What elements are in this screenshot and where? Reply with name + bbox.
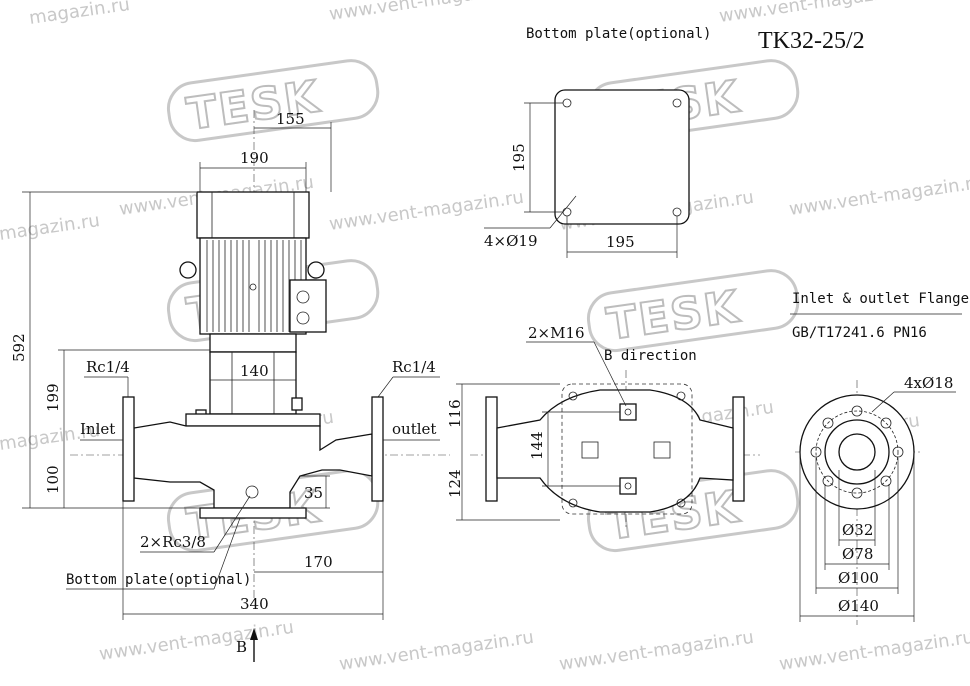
dim-35: 35: [304, 484, 323, 502]
plate-hole: [672, 98, 682, 108]
lifting-eye: [307, 261, 325, 279]
dim-170: 170: [304, 553, 333, 571]
watermark-logo: TESK: [166, 59, 380, 143]
dim-124: 124: [446, 469, 464, 498]
model-title: TK32-25/2: [758, 28, 865, 54]
flange-title: Inlet & outlet Flange: [792, 291, 969, 307]
pump-front-view: B 155 190 592 199 100 140 35 170: [10, 110, 450, 662]
watermark-text: magazin.ru: [28, 0, 131, 29]
watermark-text: www.vent-magazin.ru: [98, 617, 295, 665]
watermark-logo: TESK: [586, 269, 800, 353]
flange-bolt-hole: [851, 487, 863, 499]
b-direction-label: B direction: [604, 348, 697, 364]
flange-bolt-hole: [892, 446, 904, 458]
pump-casing: [133, 421, 373, 509]
b-direction-view: 116 124 144 2×M16 B direction: [446, 324, 760, 530]
flange-holes-label: 4xØ18: [904, 374, 953, 392]
watermark-text: magazin.ru: [0, 210, 101, 245]
pump-cover-plate: [185, 413, 321, 427]
bottom-plate-outline: [554, 89, 690, 225]
inlet-flange: [122, 396, 135, 502]
watermark-text: www.vent-magazin.ru: [338, 627, 535, 675]
dim-140: 140: [240, 362, 269, 380]
inlet-label: Inlet: [80, 420, 115, 438]
dim-outer-140: Ø140: [838, 597, 879, 615]
motor-body: [199, 237, 307, 335]
m16-boss-bottom: [619, 477, 637, 495]
motor-fan-cover: [196, 191, 310, 239]
dim-face-78: Ø78: [842, 545, 873, 563]
plate-holes-label: 4×Ø19: [484, 232, 538, 250]
bottom-plate-label-lower: Bottom plate(optional): [66, 572, 251, 588]
dim-190: 190: [240, 149, 269, 167]
bolt-circle: [815, 410, 899, 494]
dim-116: 116: [446, 399, 464, 428]
watermark-text: www.vent-magazin.ru: [328, 0, 525, 25]
flange-bolt-hole: [822, 475, 834, 487]
dim-340: 340: [240, 595, 269, 613]
pump-casing-b: [496, 389, 734, 513]
m16-label: 2×M16: [528, 324, 585, 342]
dim-plate-height: 195: [510, 143, 528, 172]
motor-flange: [209, 333, 297, 353]
bottom-plate-label-upper: Bottom plate(optional): [526, 26, 711, 42]
flange-bolt-hole: [822, 417, 834, 429]
bottom-plate: [199, 507, 307, 519]
inlet-flange-b: [485, 396, 498, 502]
watermark-text: www.vent-magazin.ru: [558, 627, 755, 675]
outlet-flange: [371, 396, 384, 502]
flange-bolt-hole: [880, 417, 892, 429]
dim-199: 199: [44, 383, 62, 412]
b-arrow-label: B: [236, 638, 247, 656]
flange-view: Inlet & outlet Flange GB/T17241.6 PN16 4…: [790, 291, 969, 625]
rc-right-label: Rc1/4: [392, 358, 436, 376]
rc-left-label: Rc1/4: [86, 358, 130, 376]
outlet-flange-b: [732, 396, 745, 502]
flange-standard: GB/T17241.6 PN16: [792, 325, 927, 341]
dim-100: 100: [44, 465, 62, 494]
flange-bolt-hole: [851, 405, 863, 417]
outlet-label: outlet: [392, 420, 436, 438]
lifting-eye: [179, 261, 197, 279]
m16-boss-top: [619, 403, 637, 421]
drain-plug: [245, 485, 259, 499]
dim-pcd-100: Ø100: [838, 569, 879, 587]
terminal-box: [289, 279, 327, 333]
watermark-text: www.vent-magazin.ru: [718, 0, 915, 27]
dim-144: 144: [528, 431, 546, 460]
flange-bolt-hole: [880, 475, 892, 487]
watermark-text: www.vent-magazin.ru: [778, 627, 970, 675]
bottom-plate-view: Bottom plate(optional) 195 195 4×Ø19: [484, 26, 711, 258]
flange-bore: [838, 433, 876, 471]
rc38-label: 2×Rc3/8: [140, 533, 206, 551]
flange-bolt-hole: [810, 446, 822, 458]
dim-bore-32: Ø32: [842, 521, 873, 539]
dim-155: 155: [276, 110, 305, 128]
watermark-text: www.vent-magazin.ru: [788, 172, 970, 220]
dim-592: 592: [10, 333, 28, 362]
motor-cooling-fins: [206, 240, 302, 332]
dim-plate-width: 195: [606, 233, 635, 251]
